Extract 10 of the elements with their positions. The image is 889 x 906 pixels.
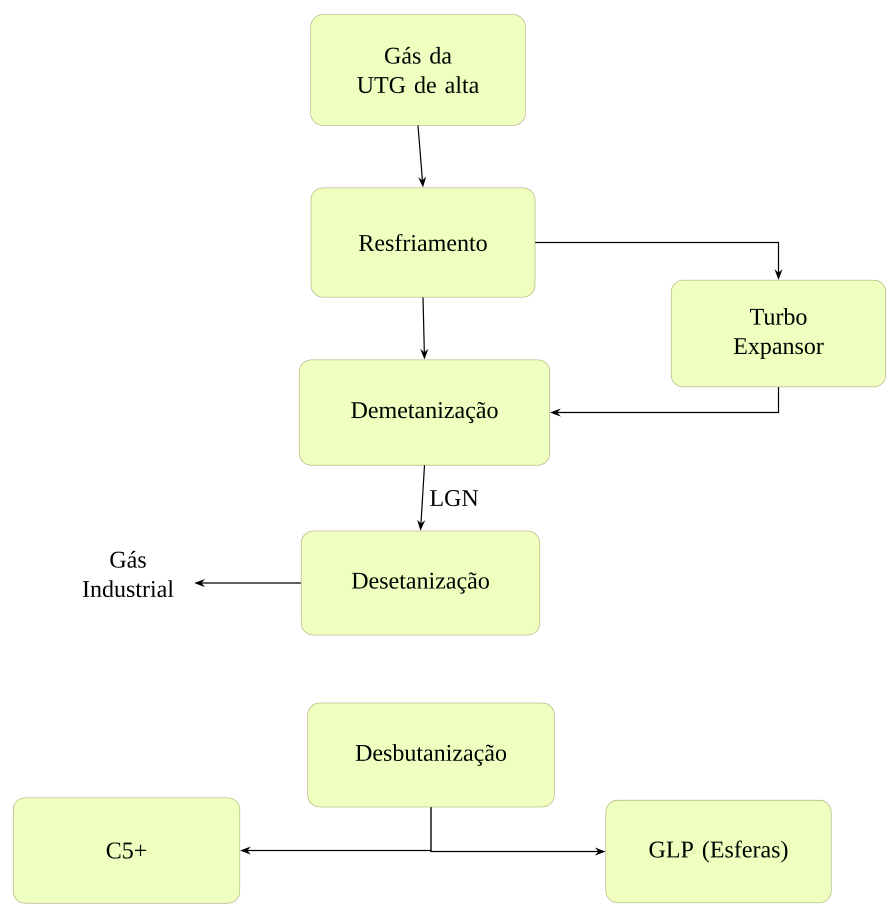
process-box: C5+ [12,798,240,904]
process-box: Turbo Expansor [670,280,886,388]
process-box: Desbutanização [307,702,555,808]
process-box: Demetanização [298,360,550,466]
label-text: Gás Industrial [82,550,174,598]
process-box: Resfriamento [310,188,536,298]
process-box: Desetanização [300,530,540,636]
process-box: Gás da UTG de alta [310,14,526,126]
process-box: GLP (Esferas) [606,800,832,904]
edge-label: LGN [428,488,480,508]
